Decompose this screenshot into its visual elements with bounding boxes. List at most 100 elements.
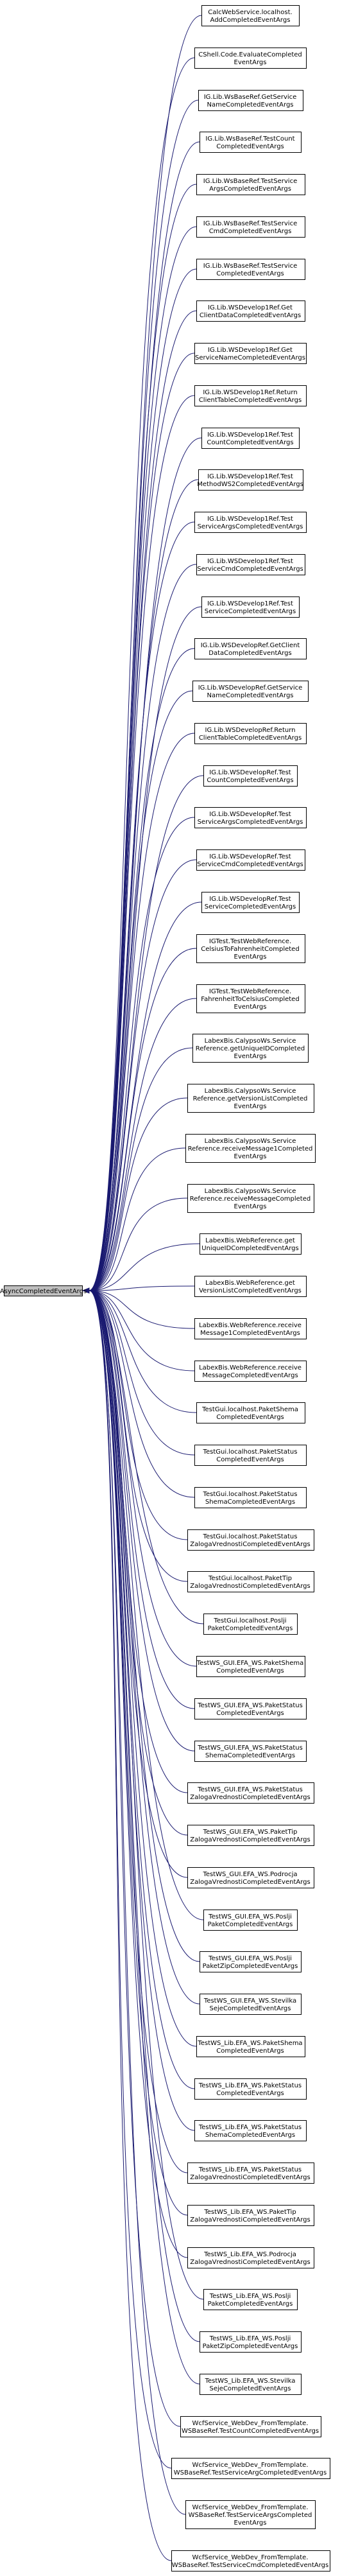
derived-class-node[interactable]: WcfService_WebDev_FromTemplate.WSBaseRef…	[185, 2500, 316, 2529]
derived-class-node[interactable]: TestWS_GUI.EFA_WS.PaketStatusCompletedEv…	[194, 1698, 307, 1719]
derived-class-node[interactable]: TestWS_GUI.EFA_WS.PaketShemaCompletedEve…	[196, 1656, 305, 1677]
derived-class-node[interactable]: LabexBis.CalypsoWs.ServiceReference.rece…	[187, 1184, 314, 1213]
derived-class-node[interactable]: TestGui.localhost.PaketStatusZalogaVredn…	[187, 1529, 314, 1551]
derived-class-node[interactable]: IG.Lib.WSDevelopRef.ReturnClientTableCom…	[194, 723, 307, 744]
class-name-line: Reference.getUniqueIDCompleted	[196, 1045, 305, 1052]
class-box	[192, 681, 309, 702]
derived-class-node[interactable]: WcfService_WebDev_FromTemplate.WSBaseRef…	[171, 2550, 330, 2572]
derived-class-node[interactable]: LabexBis.CalypsoWs.ServiceReference.rece…	[185, 1134, 316, 1163]
class-name-line: EventArgs	[234, 1103, 267, 1110]
derived-class-node[interactable]: TestGui.localhost.PosljiPaketCompletedEv…	[203, 1614, 298, 1635]
class-box	[196, 1656, 305, 1677]
class-name-line: PaketCompletedEventArgs	[208, 1921, 293, 1928]
derived-class-node[interactable]: IG.Lib.WSDevelopRef.TestServiceCmdComple…	[196, 849, 305, 871]
class-box	[194, 807, 307, 828]
derived-class-node[interactable]: TestWS_Lib.EFA_WS.PaketTipZalogaVrednost…	[187, 2205, 314, 2226]
class-name-line: TestWS_Lib.EFA_WS.PaketStatus	[198, 2124, 302, 2131]
class-name-line: ShemaCompletedEventArgs	[205, 1499, 295, 1506]
class-name-line: TestWS_Lib.EFA_WS.Podrocja	[203, 2251, 296, 2258]
class-name-line: SejeCompletedEventArgs	[210, 2385, 291, 2392]
class-box	[194, 1318, 307, 1339]
derived-class-node[interactable]: IG.Lib.WSDevelop1Ref.TestMethodWS2Comple…	[197, 469, 303, 491]
class-name-line: TestWS_Lib.EFA_WS.Poslji	[209, 2335, 291, 2342]
derived-class-node[interactable]: TestWS_Lib.EFA_WS.PaketShemaCompletedEve…	[196, 2036, 305, 2057]
inheritance-edge	[89, 648, 195, 1291]
derived-class-node[interactable]: LabexBis.CalypsoWs.ServiceReference.getV…	[187, 1084, 314, 1113]
inheritance-edge	[89, 690, 193, 1291]
class-name-line: EventArgs	[234, 59, 267, 66]
derived-class-node[interactable]: IG.Lib.WSDevelopRef.GetClientDataComplet…	[194, 638, 307, 659]
class-name-line: TestWS_Lib.EFA_WS.Poslji	[209, 2293, 291, 2300]
derived-class-node[interactable]: IG.Lib.WSDevelopRef.TestServiceArgsCompl…	[194, 807, 307, 828]
derived-class-node[interactable]: IGTest.TestWebReference.CelsiusToFahrenh…	[196, 934, 305, 963]
derived-class-node[interactable]: IG.Lib.WsBaseRef.TestCountCompletedEvent…	[200, 132, 302, 153]
class-name-line: IG.Lib.WsBaseRef.TestService	[203, 178, 297, 185]
derived-class-node[interactable]: IG.Lib.WSDevelopRef.TestCountCompletedEv…	[203, 765, 298, 787]
derived-class-node[interactable]: TestGui.localhost.PaketShemaCompletedEve…	[196, 1402, 305, 1423]
derived-class-node[interactable]: IG.Lib.WSDevelop1Ref.ReturnClientTableCo…	[194, 385, 307, 406]
class-name-line: TestWS_GUI.EFA_WS.PaketStatus	[197, 1786, 303, 1793]
derived-class-node[interactable]: TestWS_GUI.EFA_WS.PaketStatusZalogaVredn…	[187, 1782, 314, 1804]
derived-class-node[interactable]: IG.Lib.WSDevelopRef.GetServiceNameComple…	[192, 681, 309, 702]
derived-class-node[interactable]: IG.Lib.WsBaseRef.GetServiceNameCompleted…	[198, 90, 303, 111]
derived-class-node[interactable]: CalcWebService.localhost.AddCompletedEve…	[201, 5, 300, 26]
class-name-line: TestGui.localhost.PaketStatus	[203, 1533, 298, 1540]
derived-class-node[interactable]: IG.Lib.WSDevelop1Ref.TestServiceComplete…	[201, 596, 300, 618]
derived-class-node[interactable]: IGTest.TestWebReference.FahrenheitToCels…	[196, 984, 305, 1013]
derived-class-node[interactable]: TestGui.localhost.PaketTipZalogaVrednost…	[187, 1571, 314, 1592]
derived-class-node[interactable]: IG.Lib.WsBaseRef.TestServiceCmdCompleted…	[196, 216, 305, 238]
class-name-line: IG.Lib.WsBaseRef.TestService	[203, 263, 297, 270]
derived-class-node[interactable]: WcfService_WebDev_FromTemplate.WSBaseRef…	[171, 2458, 330, 2479]
derived-class-node[interactable]: IG.Lib.WSDevelop1Ref.GetServiceNameCompl…	[194, 343, 307, 364]
derived-class-node[interactable]: IG.Lib.WSDevelopRef.TestServiceCompleted…	[201, 892, 300, 913]
derived-class-node[interactable]: WcfService_WebDev_FromTemplate.WSBaseRef…	[180, 2416, 321, 2437]
derived-class-node[interactable]: TestWS_Lib.EFA_WS.StevilkaSejeCompletedE…	[200, 2374, 302, 2395]
derived-class-node[interactable]: TestWS_GUI.EFA_WS.PaketTipZalogaVrednost…	[187, 1825, 314, 1846]
class-name-line: TestGui.localhost.PaketStatus	[203, 1491, 298, 1498]
derived-class-node[interactable]: TestWS_Lib.EFA_WS.PosljiPaketCompletedEv…	[203, 2289, 298, 2310]
class-name-line: WSBaseRef.TestServiceCmdCompletedEventAr…	[172, 2562, 328, 2569]
class-name-line: SejeCompletedEventArgs	[210, 2005, 291, 2012]
derived-class-node[interactable]: TestWS_GUI.EFA_WS.PodrocjaZalogaVrednost…	[187, 1867, 314, 1888]
derived-class-node[interactable]: IG.Lib.WSDevelop1Ref.TestServiceCmdCompl…	[196, 554, 305, 575]
derived-class-node[interactable]: TestWS_Lib.EFA_WS.PodrocjaZalogaVrednost…	[187, 2247, 314, 2268]
class-name-line: LabexBis.CalypsoWs.Service	[205, 1088, 296, 1095]
derived-class-node[interactable]: TestWS_GUI.EFA_WS.StevilkaSejeCompletedE…	[200, 1994, 302, 2015]
derived-class-node[interactable]: TestWS_Lib.EFA_WS.PaketStatusZalogaVredn…	[187, 2163, 314, 2184]
derived-class-node[interactable]: IG.Lib.WsBaseRef.TestServiceArgsComplete…	[196, 174, 305, 195]
inheritance-arrowhead	[81, 1287, 90, 1294]
class-box	[187, 1529, 314, 1551]
class-name-line: FahrenheitToCelsiusCompleted	[201, 996, 299, 1003]
derived-class-node[interactable]: LabexBis.CalypsoWs.ServiceReference.getU…	[192, 1034, 309, 1063]
derived-class-node[interactable]: TestWS_GUI.EFA_WS.PosljiPaketCompletedEv…	[203, 1910, 298, 1931]
class-name-line: NameCompletedEventArgs	[207, 101, 293, 109]
class-name-line: IG.Lib.WsBaseRef.GetService	[204, 94, 297, 101]
class-box	[201, 596, 300, 618]
class-name-line: TestWS_GUI.EFA_WS.PaketTip	[203, 1829, 298, 1836]
derived-class-node[interactable]: IG.Lib.WSDevelop1Ref.TestCountCompletedE…	[201, 428, 300, 449]
derived-class-node[interactable]: TestWS_Lib.EFA_WS.PaketStatusCompletedEv…	[194, 2078, 307, 2100]
inheritance-edge	[89, 521, 195, 1291]
inheritance-edge	[89, 817, 195, 1291]
derived-class-node[interactable]: TestWS_GUI.EFA_WS.PaketStatusShemaComple…	[194, 1741, 307, 1762]
derived-class-node[interactable]: IG.Lib.WsBaseRef.TestServiceCompletedEve…	[196, 259, 305, 280]
base-class-label: AsyncCompletedEventArgs	[0, 1288, 87, 1295]
derived-class-node[interactable]: TestWS_Lib.EFA_WS.PosljiPaketZipComplete…	[200, 2331, 302, 2353]
derived-class-node[interactable]: TestWS_Lib.EFA_WS.PaketStatusShemaComple…	[194, 2120, 307, 2141]
class-name-line: CompletedEventArgs	[216, 1667, 284, 1675]
derived-class-node[interactable]: TestWS_GUI.EFA_WS.PosljiPaketZipComplete…	[200, 1951, 302, 1972]
inheritance-edge	[89, 1290, 200, 2385]
derived-class-node[interactable]: TestGui.localhost.PaketStatusCompletedEv…	[194, 1445, 307, 1466]
base-class-node[interactable]: AsyncCompletedEventArgs	[0, 1285, 87, 1296]
derived-class-node[interactable]: LabexBis.WebReference.receiveMessage1Com…	[194, 1318, 307, 1339]
class-name-line: LabexBis.WebReference.receive	[199, 1322, 302, 1329]
class-name-line: TestWS_GUI.EFA_WS.Podrocja	[202, 1871, 297, 1878]
derived-class-node[interactable]: TestGui.localhost.PaketStatusShemaComple…	[194, 1487, 307, 1508]
derived-class-node[interactable]: IG.Lib.WSDevelop1Ref.GetClientDataComple…	[196, 300, 305, 322]
inheritance-edge	[89, 1290, 195, 2131]
derived-class-node[interactable]: IG.Lib.WSDevelop1Ref.TestServiceArgsComp…	[194, 512, 307, 533]
derived-class-node[interactable]: LabexBis.WebReference.getUniqueIDComplet…	[200, 1233, 302, 1255]
derived-class-node[interactable]: LabexBis.WebReference.getVersionListComp…	[194, 1276, 307, 1297]
derived-class-node[interactable]: LabexBis.WebReference.receiveMessageComp…	[194, 1361, 307, 1382]
